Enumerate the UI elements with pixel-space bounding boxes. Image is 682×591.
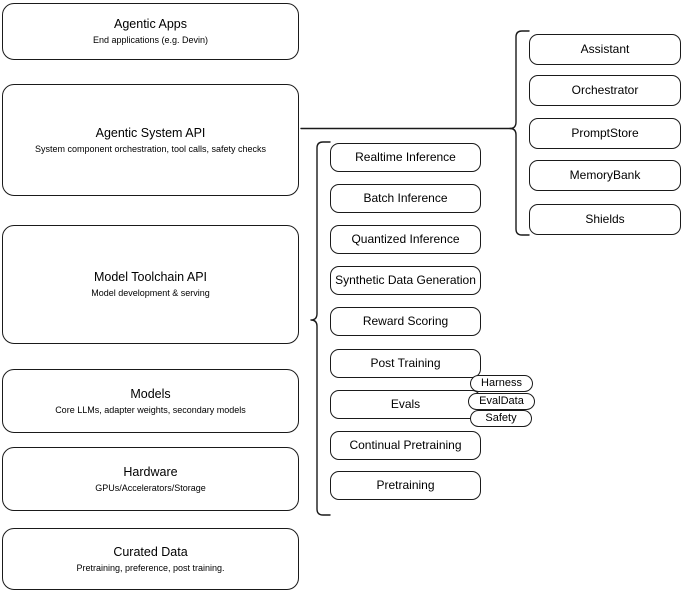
component-shields[interactable]: Shields <box>529 204 681 235</box>
layer-hardware[interactable]: Hardware GPUs/Accelerators/Storage <box>2 447 299 511</box>
component-pretraining[interactable]: Pretraining <box>330 471 481 500</box>
component-label: Pretraining <box>376 478 435 492</box>
component-label: Quantized Inference <box>351 232 460 246</box>
component-synthetic-data-generation[interactable]: Synthetic Data Generation <box>330 266 481 295</box>
evals-subcomponent-label: Safety <box>485 412 517 424</box>
layer-subtitle: Model development & serving <box>91 288 210 298</box>
layer-title: Curated Data <box>113 544 188 559</box>
layer-models[interactable]: Models Core LLMs, adapter weights, secon… <box>2 369 299 433</box>
evals-subcomponent-safety[interactable]: Safety <box>470 410 532 427</box>
evals-subcomponent-evaldata[interactable]: EvalData <box>468 393 535 410</box>
evals-subcomponent-label: Harness <box>481 377 522 389</box>
bracket-middle-toolchain-components <box>310 141 331 516</box>
layer-title: Models <box>130 386 171 401</box>
component-post-training[interactable]: Post Training <box>330 349 481 378</box>
layer-agentic-apps[interactable]: Agentic Apps End applications (e.g. Devi… <box>2 3 299 60</box>
component-label: Assistant <box>580 42 630 56</box>
layer-title: Agentic System API <box>95 125 206 140</box>
component-continual-pretraining[interactable]: Continual Pretraining <box>330 431 481 460</box>
component-orchestrator[interactable]: Orchestrator <box>529 75 681 106</box>
component-assistant[interactable]: Assistant <box>529 34 681 65</box>
component-reward-scoring[interactable]: Reward Scoring <box>330 307 481 336</box>
component-label: Shields <box>585 212 625 226</box>
component-label: Batch Inference <box>363 191 448 205</box>
layer-subtitle: GPUs/Accelerators/Storage <box>95 482 206 493</box>
component-label: Orchestrator <box>571 83 639 97</box>
component-realtime-inference[interactable]: Realtime Inference <box>330 143 481 172</box>
layer-subtitle: Pretraining, preference, post training. <box>76 562 225 573</box>
component-batch-inference[interactable]: Batch Inference <box>330 184 481 213</box>
component-evals[interactable]: Evals <box>330 390 481 419</box>
component-label: Evals <box>390 397 421 411</box>
bracket-right-system-components <box>509 30 530 236</box>
layer-curated-data[interactable]: Curated Data Pretraining, preference, po… <box>2 528 299 590</box>
layer-title: Hardware <box>123 464 178 479</box>
layer-title: Model Toolchain API <box>93 270 208 284</box>
layer-model-toolchain-api[interactable]: Model Toolchain API Model development & … <box>2 225 299 344</box>
layer-subtitle: System component orchestration, tool cal… <box>34 143 267 154</box>
layer-title: Agentic Apps <box>114 17 187 31</box>
component-label: Reward Scoring <box>362 314 449 328</box>
component-label: MemoryBank <box>569 168 641 182</box>
component-label: Continual Pretraining <box>349 438 462 452</box>
component-promptstore[interactable]: PromptStore <box>529 118 681 149</box>
component-memorybank[interactable]: MemoryBank <box>529 160 681 191</box>
evals-subcomponent-harness[interactable]: Harness <box>470 375 533 392</box>
component-label: Realtime Inference <box>355 150 456 164</box>
component-label: Post Training <box>370 356 441 370</box>
component-quantized-inference[interactable]: Quantized Inference <box>330 225 481 254</box>
layer-agentic-system-api[interactable]: Agentic System API System component orch… <box>2 84 299 196</box>
evals-subcomponent-label: EvalData <box>479 395 524 407</box>
component-label: Synthetic Data Generation <box>335 273 476 287</box>
layer-subtitle: End applications (e.g. Devin) <box>92 35 209 45</box>
component-label: PromptStore <box>571 126 639 140</box>
layer-subtitle: Core LLMs, adapter weights, secondary mo… <box>55 404 246 415</box>
